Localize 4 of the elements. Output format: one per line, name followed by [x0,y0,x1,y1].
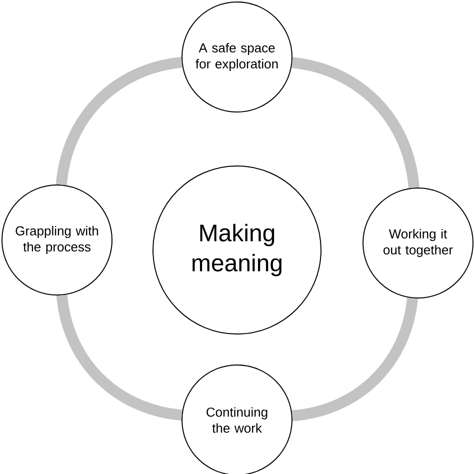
ring-arc [292,297,418,422]
ring-arc [56,294,182,421]
ring-arc [291,57,420,188]
ring-arc [56,56,183,186]
